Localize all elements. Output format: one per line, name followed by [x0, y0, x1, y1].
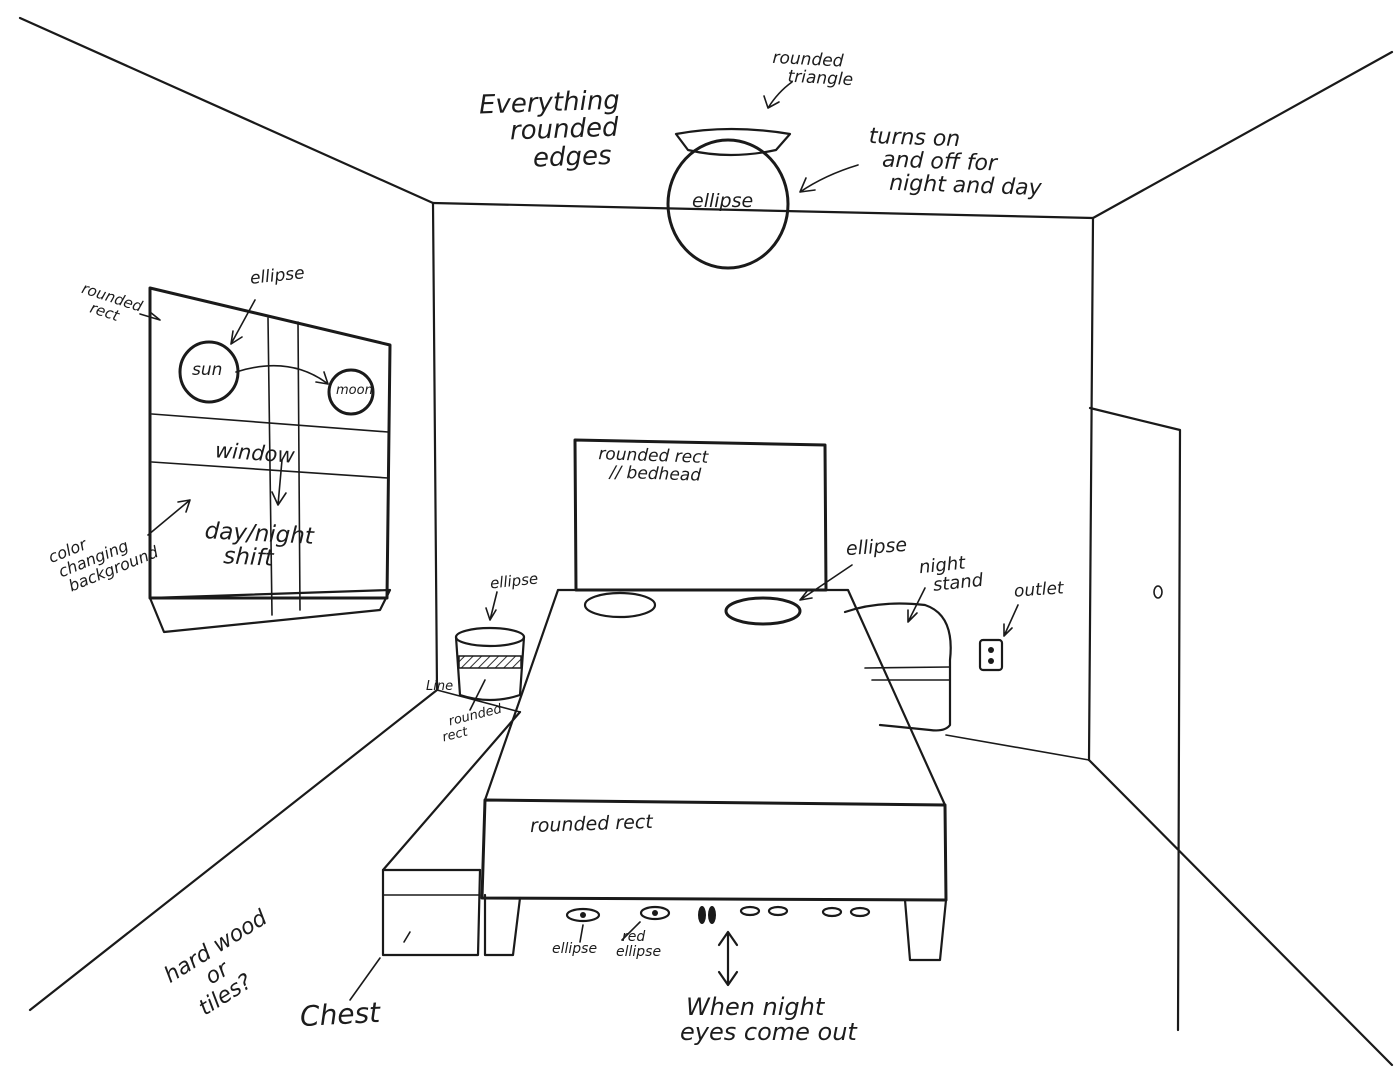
- note-nightstand: night stand: [918, 553, 984, 597]
- note-lamp-ellipse: ellipse: [692, 190, 754, 212]
- note-line: red: [622, 929, 646, 945]
- note-rounded-triangle: rounded triangle: [771, 48, 854, 90]
- pillow-right: [724, 596, 802, 626]
- lamp-shade-triangle: [674, 127, 792, 157]
- chest: [349, 710, 522, 1001]
- ceiling-lamp: [666, 81, 859, 270]
- nightstand: [843, 587, 952, 732]
- note-sun: sun: [192, 360, 223, 380]
- note-pillow-ellipse: ellipse: [845, 533, 908, 561]
- note-eyes: When night eyes come out: [680, 993, 857, 1047]
- arrow-to-window-ellipse: [230, 299, 256, 345]
- arrow-to-lamp: [799, 164, 859, 193]
- note-line: eyes come out: [680, 1018, 857, 1047]
- bucket: [454, 591, 526, 711]
- bed: [480, 438, 948, 962]
- outlet: [978, 604, 1019, 672]
- note-day-night-shift: day/night shift: [203, 518, 314, 573]
- note-line: When night: [686, 993, 825, 1021]
- shift-arrow: [271, 459, 287, 506]
- door-knob: [1153, 585, 1163, 599]
- sun-to-moon-arrow: [235, 364, 329, 385]
- door: [1088, 406, 1182, 1032]
- arrow-to-nightstand: [907, 587, 926, 623]
- moon-ellipse: [327, 368, 375, 416]
- note-chest: Chest: [299, 995, 381, 1034]
- arrow-to-bucket-rect: [469, 679, 486, 711]
- window-sill: [148, 588, 392, 634]
- note-moon: moon: [336, 383, 373, 398]
- arrow-to-pillow: [799, 564, 853, 601]
- note-bed-front: rounded rect: [529, 810, 654, 838]
- note-outlet: outlet: [1013, 578, 1065, 602]
- night-eyes: [565, 905, 871, 987]
- note-line: ellipse: [616, 943, 662, 960]
- arrow-to-window-rect: [139, 311, 161, 321]
- note-line: // bedhead: [609, 462, 702, 486]
- note-bedhead: rounded rect // bedhead: [597, 444, 708, 486]
- mattress-top: [483, 588, 947, 807]
- note-eyes-ellipse: ellipse: [552, 941, 598, 957]
- note-lamp-toggle: turns on and off for night and day: [867, 124, 1044, 201]
- arrow-to-bucket: [485, 591, 498, 621]
- note-bucket-line: Line: [426, 679, 454, 694]
- note-everything-rounded: Everything rounded edges: [479, 86, 623, 175]
- arrow-to-background: [147, 499, 191, 536]
- note-window: window: [214, 438, 296, 468]
- window: [139, 286, 392, 634]
- arrow-to-triangle: [763, 81, 793, 109]
- eyes-arrow: [717, 930, 739, 987]
- lamp-ellipse: [666, 138, 790, 270]
- pillow-left: [583, 591, 657, 619]
- room-walls: [18, 16, 1394, 1067]
- note-eyes-red-ellipse: red ellipse: [616, 930, 661, 959]
- note-line: edges: [532, 140, 612, 174]
- arrow-to-outlet: [1003, 604, 1019, 637]
